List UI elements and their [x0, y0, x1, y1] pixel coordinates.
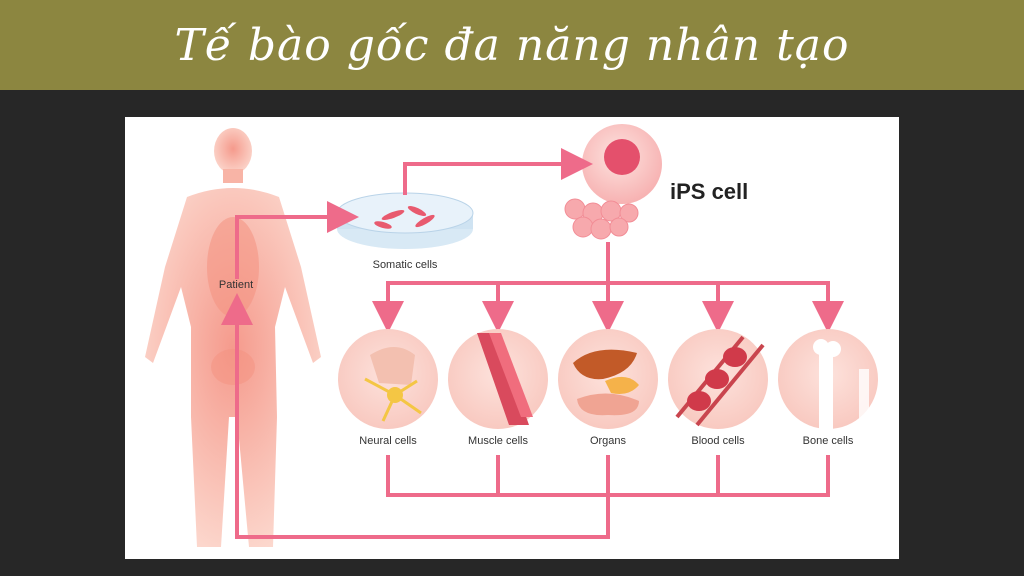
muscle-cells-label: Muscle cells — [468, 435, 528, 447]
bone-cells-circle — [778, 329, 878, 429]
bone-cells-label: Bone cells — [802, 435, 854, 447]
neural-cells-circle — [338, 329, 438, 429]
patient-label: Patient — [218, 279, 254, 291]
patient-figure — [145, 128, 321, 547]
ips-cell-label: iPS cell — [670, 179, 749, 204]
organs-label: Organs — [589, 435, 627, 447]
title-bar: Tế bào gốc đa năng nhân tạo — [0, 0, 1024, 90]
blood-cells-circle — [668, 329, 768, 429]
somatic-cells-label: Somatic cells — [372, 259, 438, 271]
ips-cell — [564, 124, 662, 240]
petri-dish — [336, 192, 474, 249]
page-title: Tế bào gốc đa năng nhân tạo — [174, 19, 850, 71]
neural-cells-label: Neural cells — [359, 435, 417, 447]
diagram-panel: Patient Somatic cells iPS cell Neural ce… — [125, 117, 899, 559]
flow-arrows — [221, 148, 844, 539]
muscle-cells-circle — [448, 329, 548, 429]
ips-diagram — [145, 124, 878, 547]
ips-cell-cluster — [564, 198, 639, 240]
organs-circle — [558, 329, 658, 429]
blood-cells-label: Blood cells — [691, 435, 745, 447]
